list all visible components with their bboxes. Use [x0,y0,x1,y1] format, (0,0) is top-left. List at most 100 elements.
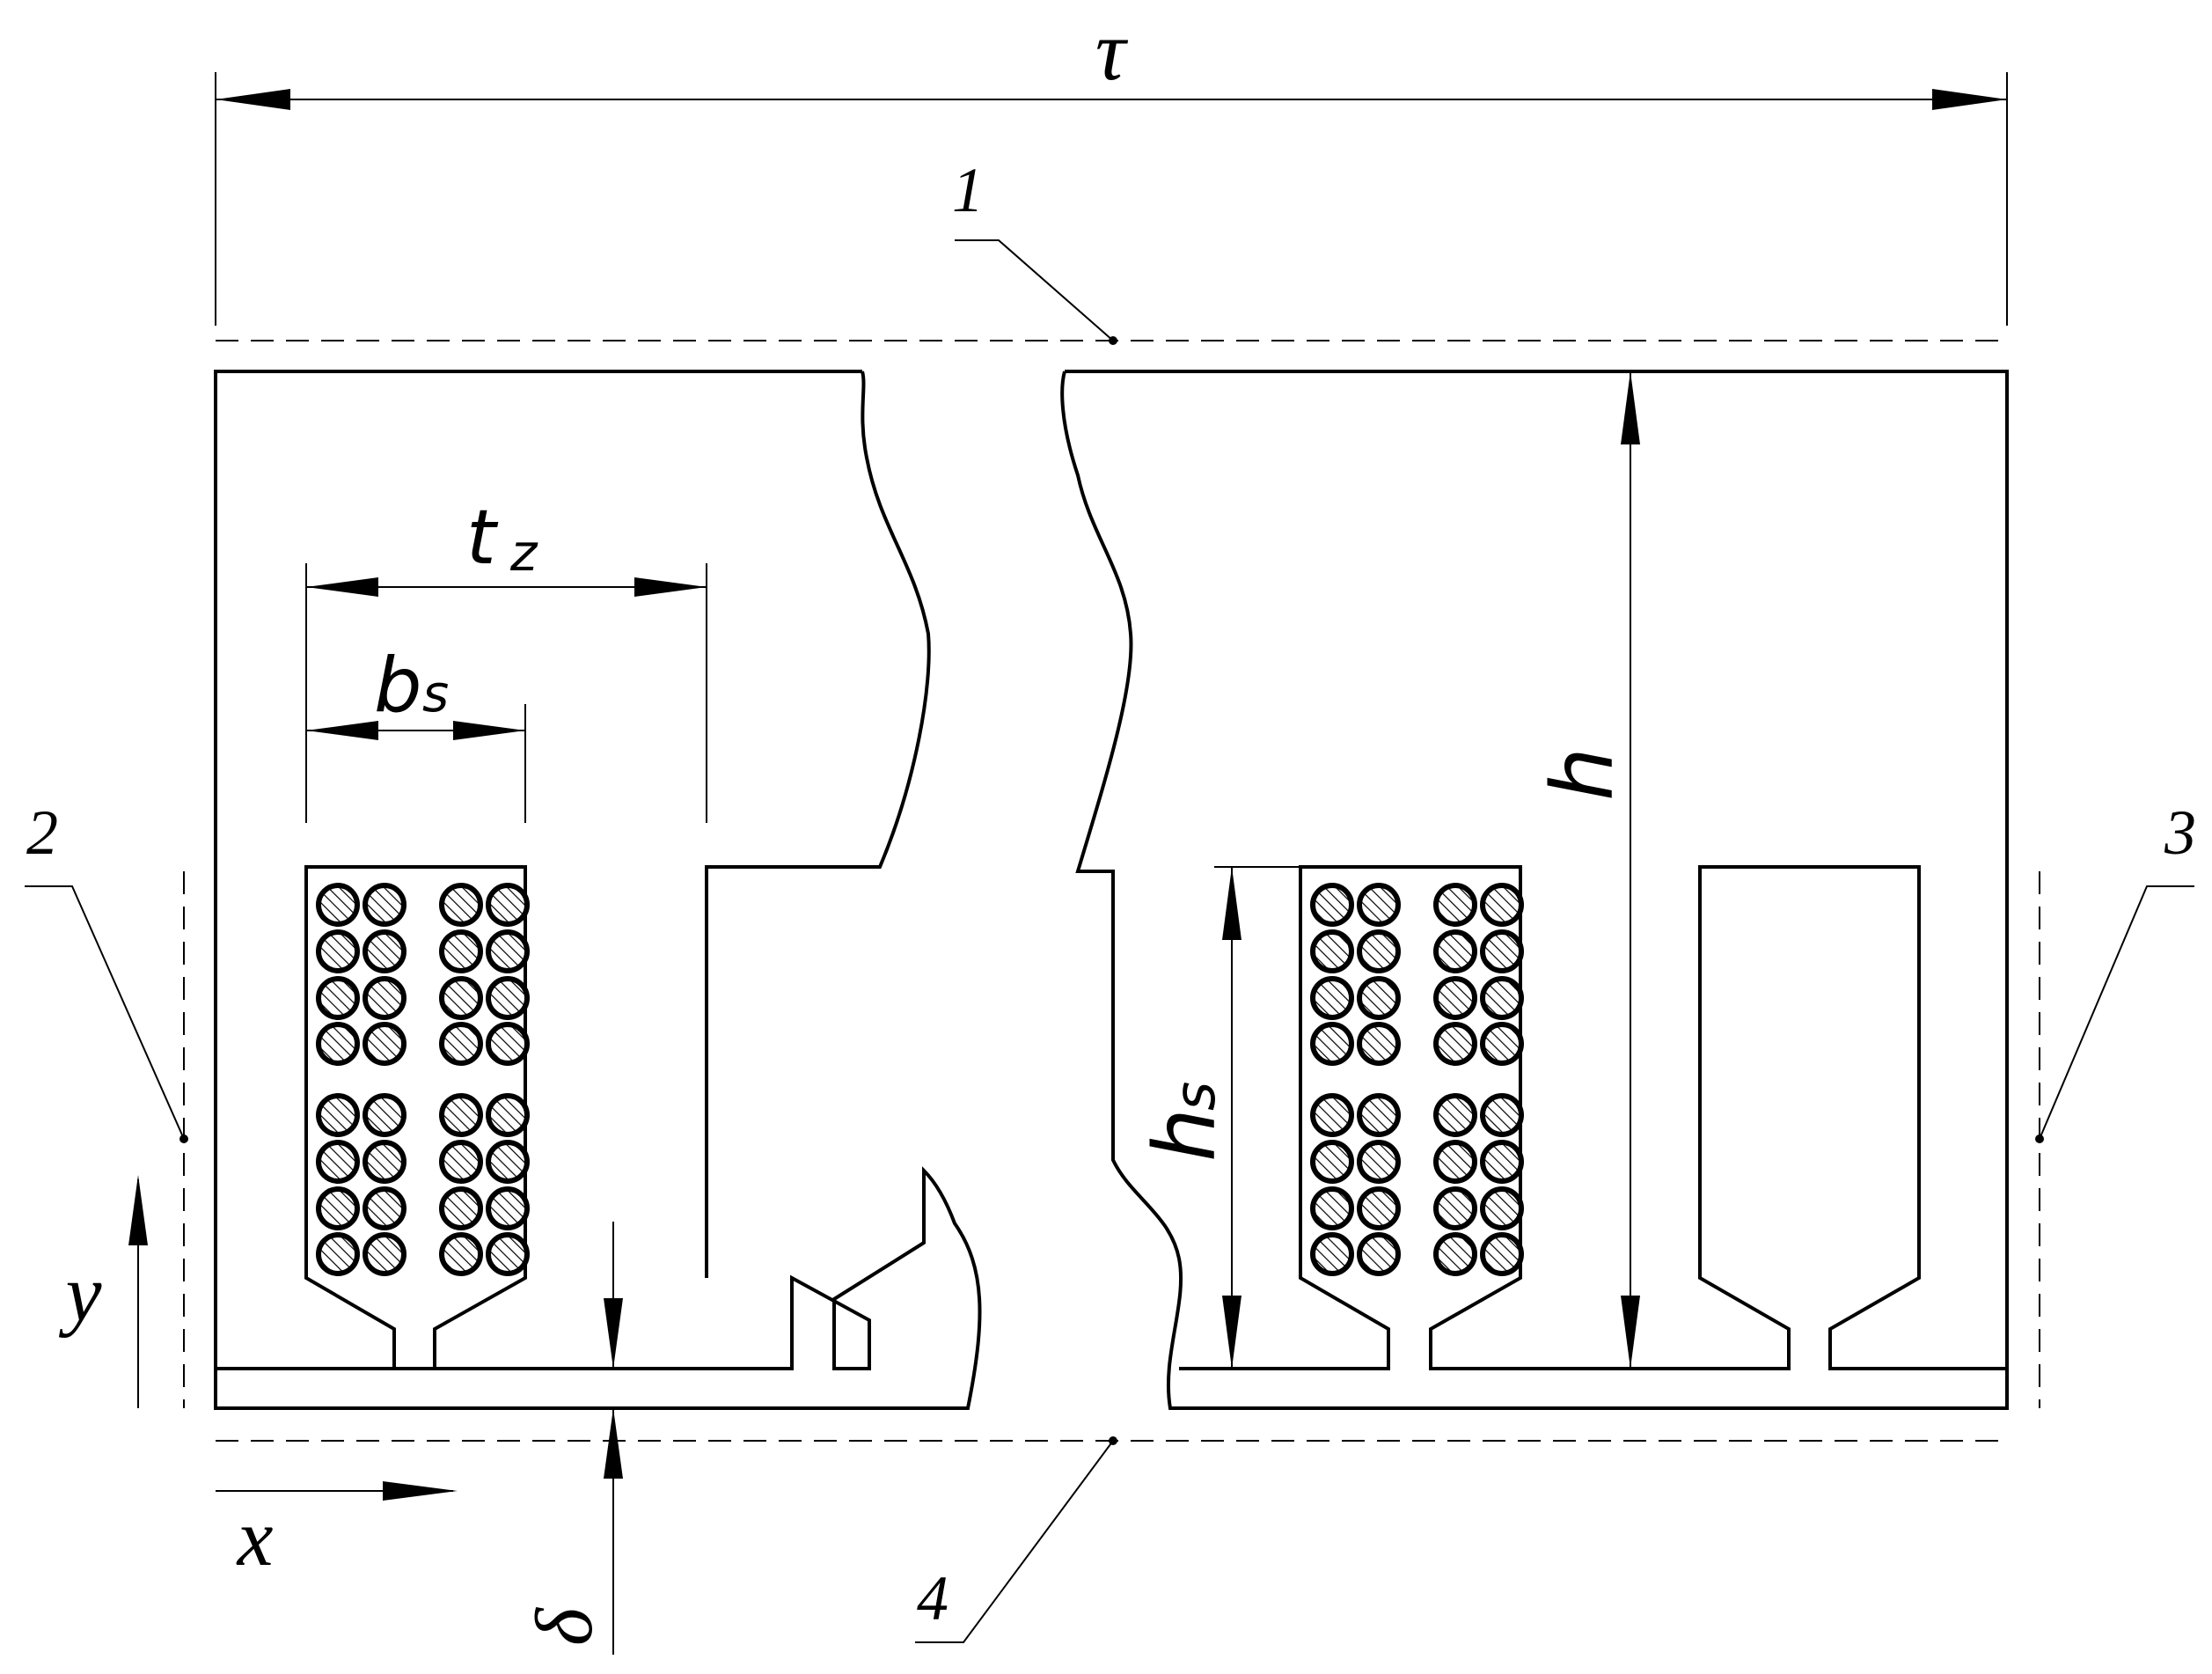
conductor [1480,1093,1524,1137]
label-tau: τ [1095,4,1129,98]
svg-text:s: s [422,664,449,723]
axis-x [216,1481,458,1501]
label-bs: b s [374,642,449,730]
conductor [1357,1022,1401,1066]
leader-2 [25,885,188,1143]
conductor [486,1186,530,1230]
conductor [1480,1140,1524,1184]
conductor [1357,883,1401,927]
conductor [316,1140,360,1184]
conductor [439,1093,483,1137]
dimension-hs [1214,866,1300,1369]
conductor [439,976,483,1020]
label-y: y [59,1248,102,1338]
conductor [1357,1093,1401,1137]
conductor [486,1093,530,1137]
conductor [1480,1022,1524,1066]
conductor [363,1022,407,1066]
conductor [1310,929,1354,973]
conductor [1310,1186,1354,1230]
dimension-tz [305,563,707,823]
right-slot-conductors [1310,883,1524,1276]
conductor [1310,976,1354,1020]
dimension-delta [604,1222,623,1655]
conductor [1357,1186,1401,1230]
label-h: h [1534,747,1632,801]
conductor [486,1022,530,1066]
conductor [363,976,407,1020]
svg-text:h: h [1534,747,1632,801]
dimension-bs [306,704,526,823]
conductor [439,883,483,927]
conductor [486,976,530,1020]
svg-text:s: s [1163,1082,1228,1111]
conductor [316,976,360,1020]
conductor [1480,976,1524,1020]
label-hs: h s [1136,1082,1234,1162]
conductor [486,1140,530,1184]
conductor [439,929,483,973]
label-3: 3 [2164,797,2196,868]
conductor [316,883,360,927]
conductor [1357,1232,1401,1276]
conductor [363,929,407,973]
conductor [1310,1022,1354,1066]
svg-text:b: b [374,642,422,730]
conductor [486,1232,530,1276]
conductor [316,929,360,973]
conductor [363,1140,407,1184]
axis-y [128,1175,148,1408]
leader-3 [2035,885,2194,1143]
svg-text:t: t [466,494,499,582]
conductor [1357,1140,1401,1184]
right-core-outline [1060,370,2009,1410]
conductor [1480,883,1524,927]
left-slot-conductors [316,883,530,1276]
conductor [363,1186,407,1230]
tau-arrow-right [1932,89,2007,110]
conductor [316,1186,360,1230]
left-core-outline [214,370,982,1410]
conductor [1310,1232,1354,1276]
conductor [1433,883,1477,927]
conductor [1310,1093,1354,1137]
conductor [1433,1093,1477,1137]
conductor [1433,976,1477,1020]
conductor [363,883,407,927]
conductor [363,1093,407,1137]
conductor [1480,1232,1524,1276]
conductor [486,929,530,973]
conductor [1357,976,1401,1020]
conductor [1310,1140,1354,1184]
leader-1 [955,239,1117,345]
conductor [1433,929,1477,973]
label-2: 2 [26,797,58,868]
conductor [316,1022,360,1066]
label-x: x [236,1493,274,1582]
conductor [1480,929,1524,973]
conductor [316,1232,360,1276]
svg-text:h: h [1136,1108,1234,1162]
conductor [1433,1022,1477,1066]
conductor [363,1232,407,1276]
conductor [1433,1186,1477,1230]
label-tz: t z [466,494,538,583]
conductor [316,1093,360,1137]
label-delta: δ [519,1607,609,1646]
leader-4 [915,1436,1117,1643]
conductor [1357,929,1401,973]
conductor [1433,1232,1477,1276]
conductor [1310,883,1354,927]
label-1: 1 [952,155,984,225]
tau-arrow-left [216,89,290,110]
svg-text:δ: δ [519,1607,609,1646]
dimension-tau [215,72,2008,326]
svg-text:z: z [509,523,538,583]
conductor [1480,1186,1524,1230]
conductor [439,1232,483,1276]
label-4: 4 [917,1563,949,1634]
conductor [486,883,530,927]
conductor [439,1022,483,1066]
